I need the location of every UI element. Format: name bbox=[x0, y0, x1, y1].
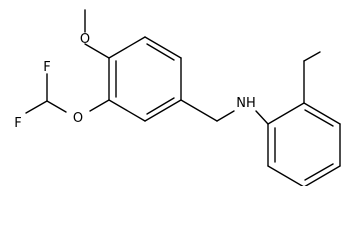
bond bbox=[46, 100, 67, 113]
double-bond-inner bbox=[146, 43, 175, 61]
substituent-bonds bbox=[25, 9, 321, 125]
atom-labels: O O F F NH bbox=[14, 32, 255, 131]
amine-nh-label: NH bbox=[236, 96, 256, 111]
bond bbox=[108, 36, 146, 59]
bond bbox=[180, 99, 218, 122]
double-bond-inner bbox=[304, 109, 334, 127]
bond bbox=[84, 43, 110, 59]
chemical-structure: O O F F NH bbox=[14, 9, 341, 186]
bond bbox=[267, 102, 305, 125]
bond bbox=[267, 165, 304, 186]
ether-oxygen-label: O bbox=[73, 111, 83, 126]
double-bond-inner bbox=[304, 163, 334, 181]
methoxy-oxygen-label: O bbox=[80, 32, 90, 47]
bond bbox=[303, 102, 341, 125]
fluorine-top-label: F bbox=[43, 60, 50, 75]
bond bbox=[216, 110, 235, 122]
benzene-ring-left bbox=[108, 36, 182, 122]
fluorine-bottom-label: F bbox=[14, 116, 21, 131]
bond bbox=[303, 51, 321, 62]
bond bbox=[89, 99, 110, 112]
bond bbox=[304, 165, 341, 186]
bond bbox=[255, 110, 269, 125]
benzene-ring-right bbox=[267, 102, 341, 186]
bond bbox=[144, 99, 182, 122]
bond bbox=[144, 36, 182, 59]
bond bbox=[108, 99, 146, 122]
double-bond-inner bbox=[146, 97, 175, 115]
bond bbox=[25, 100, 48, 114]
